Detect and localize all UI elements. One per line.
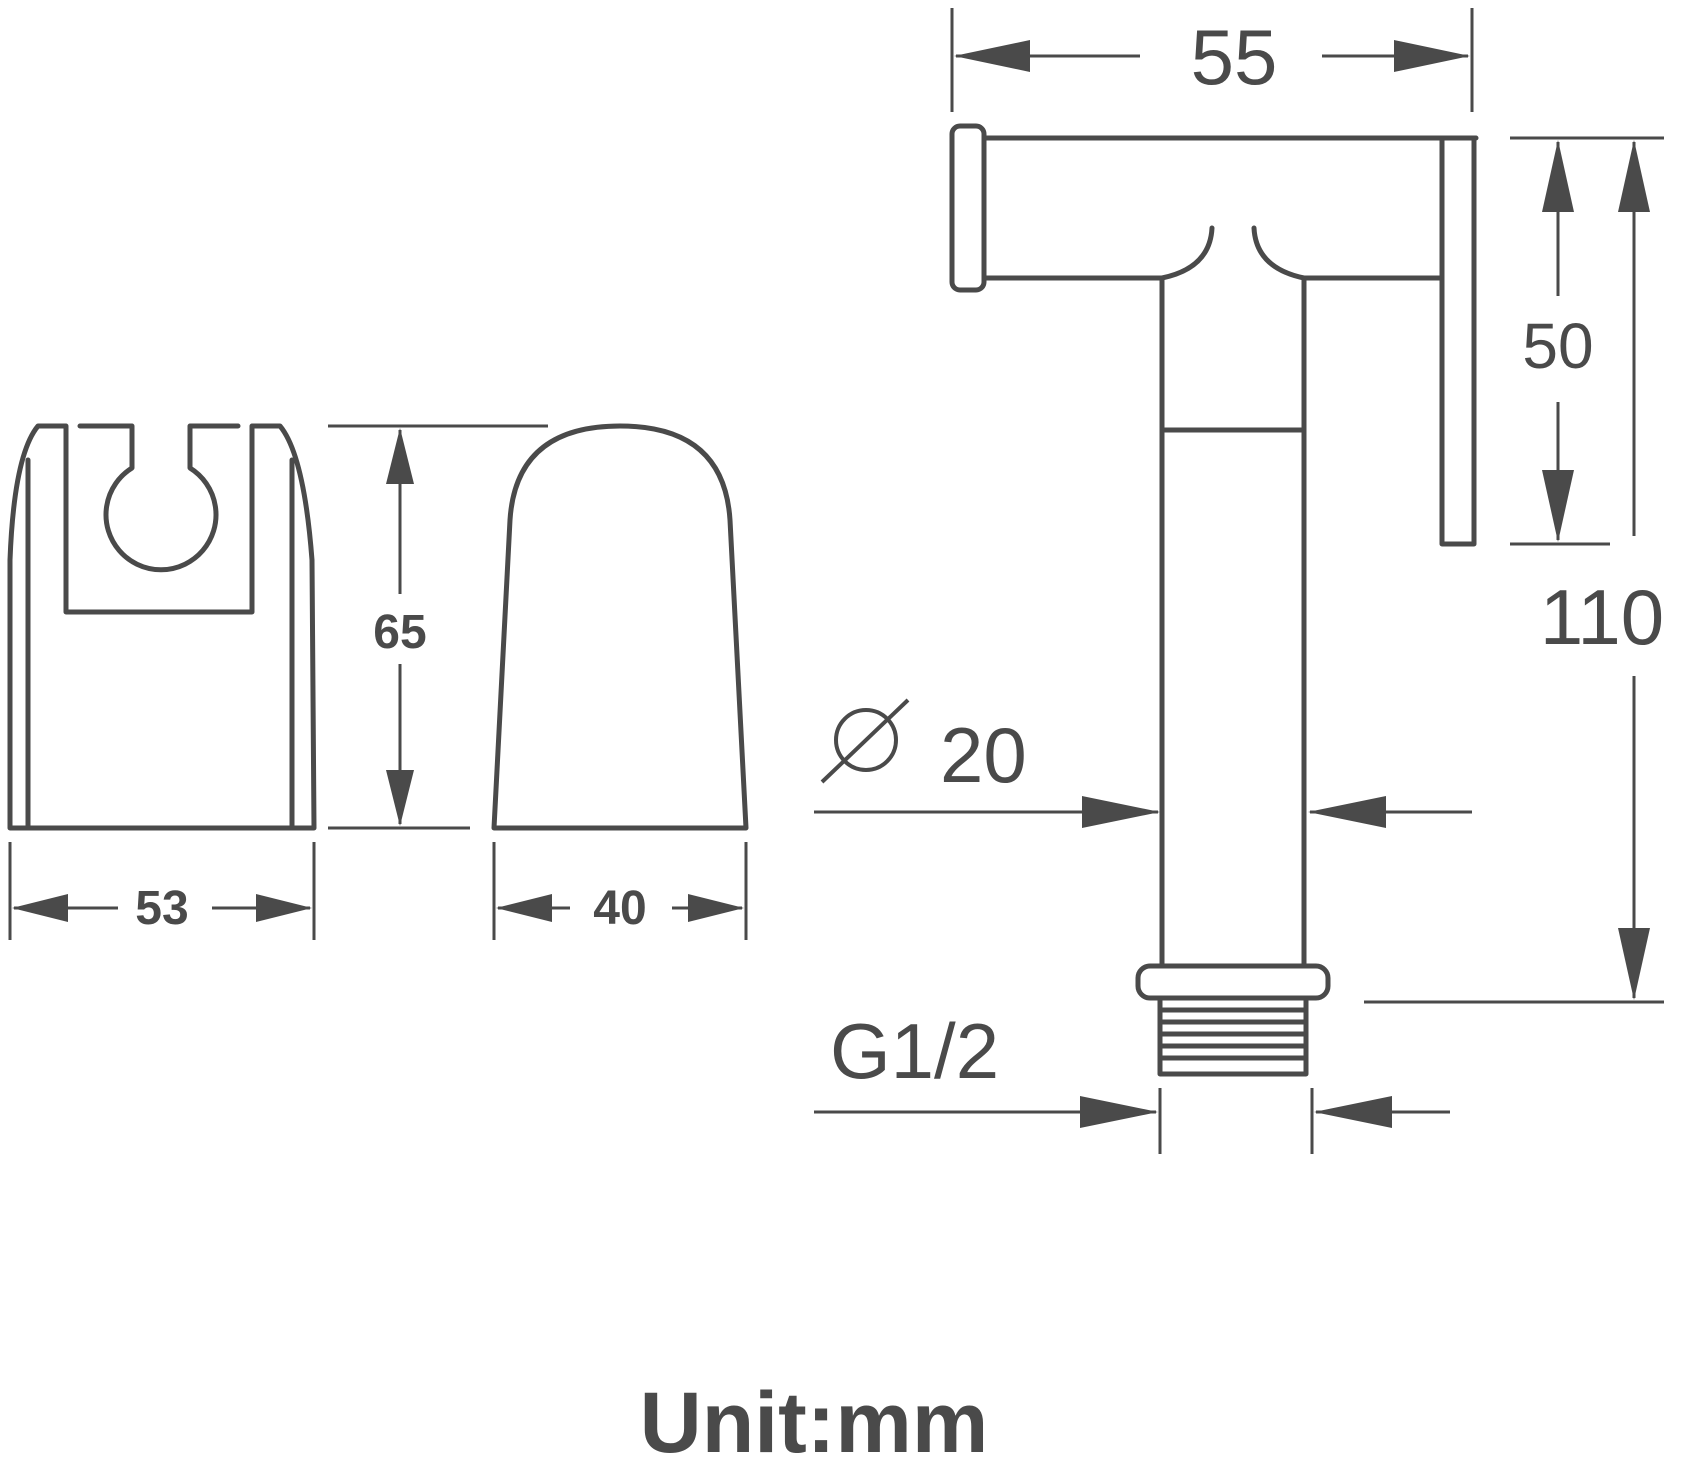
cover-width-label: 40 bbox=[593, 882, 646, 935]
sprayer-thread bbox=[1157, 995, 1309, 1077]
holder-outline bbox=[7, 423, 317, 831]
lever-height-label: 50 bbox=[1522, 310, 1593, 382]
cover-width-dimension: 40 bbox=[492, 842, 748, 940]
sprayer-collar bbox=[1135, 963, 1331, 1001]
diameter-label: 20 bbox=[940, 711, 1027, 799]
holder-width-label: 53 bbox=[135, 882, 188, 935]
holder-front-view bbox=[7, 423, 317, 831]
diameter-symbol-icon bbox=[820, 698, 910, 784]
thread-dimension: G1/2 bbox=[814, 1007, 1450, 1154]
diameter-dimension: 20 bbox=[814, 698, 1472, 828]
total-height-label: 110 bbox=[1540, 573, 1664, 661]
holder-width-dimension: 53 bbox=[8, 842, 316, 940]
sprayer-end-cap bbox=[949, 123, 987, 293]
total-height-dimension: 110 bbox=[1364, 140, 1664, 1004]
sprayer-view bbox=[949, 123, 1479, 1077]
holder-height-dimension: 65 bbox=[328, 424, 548, 830]
sprayer-width-dimension: 55 bbox=[950, 8, 1474, 112]
sprayer-head bbox=[981, 135, 1479, 281]
unit-label: Unit:mm bbox=[640, 1375, 989, 1462]
cover-outline bbox=[491, 423, 749, 831]
holder-height-label: 65 bbox=[373, 606, 426, 659]
sprayer-lever bbox=[1439, 135, 1477, 547]
cover-side-view bbox=[491, 423, 749, 831]
holder-slot bbox=[77, 423, 241, 573]
thread-label: G1/2 bbox=[830, 1007, 999, 1095]
lever-height-dimension: 50 bbox=[1510, 136, 1664, 546]
sprayer-width-label: 55 bbox=[1191, 13, 1278, 101]
